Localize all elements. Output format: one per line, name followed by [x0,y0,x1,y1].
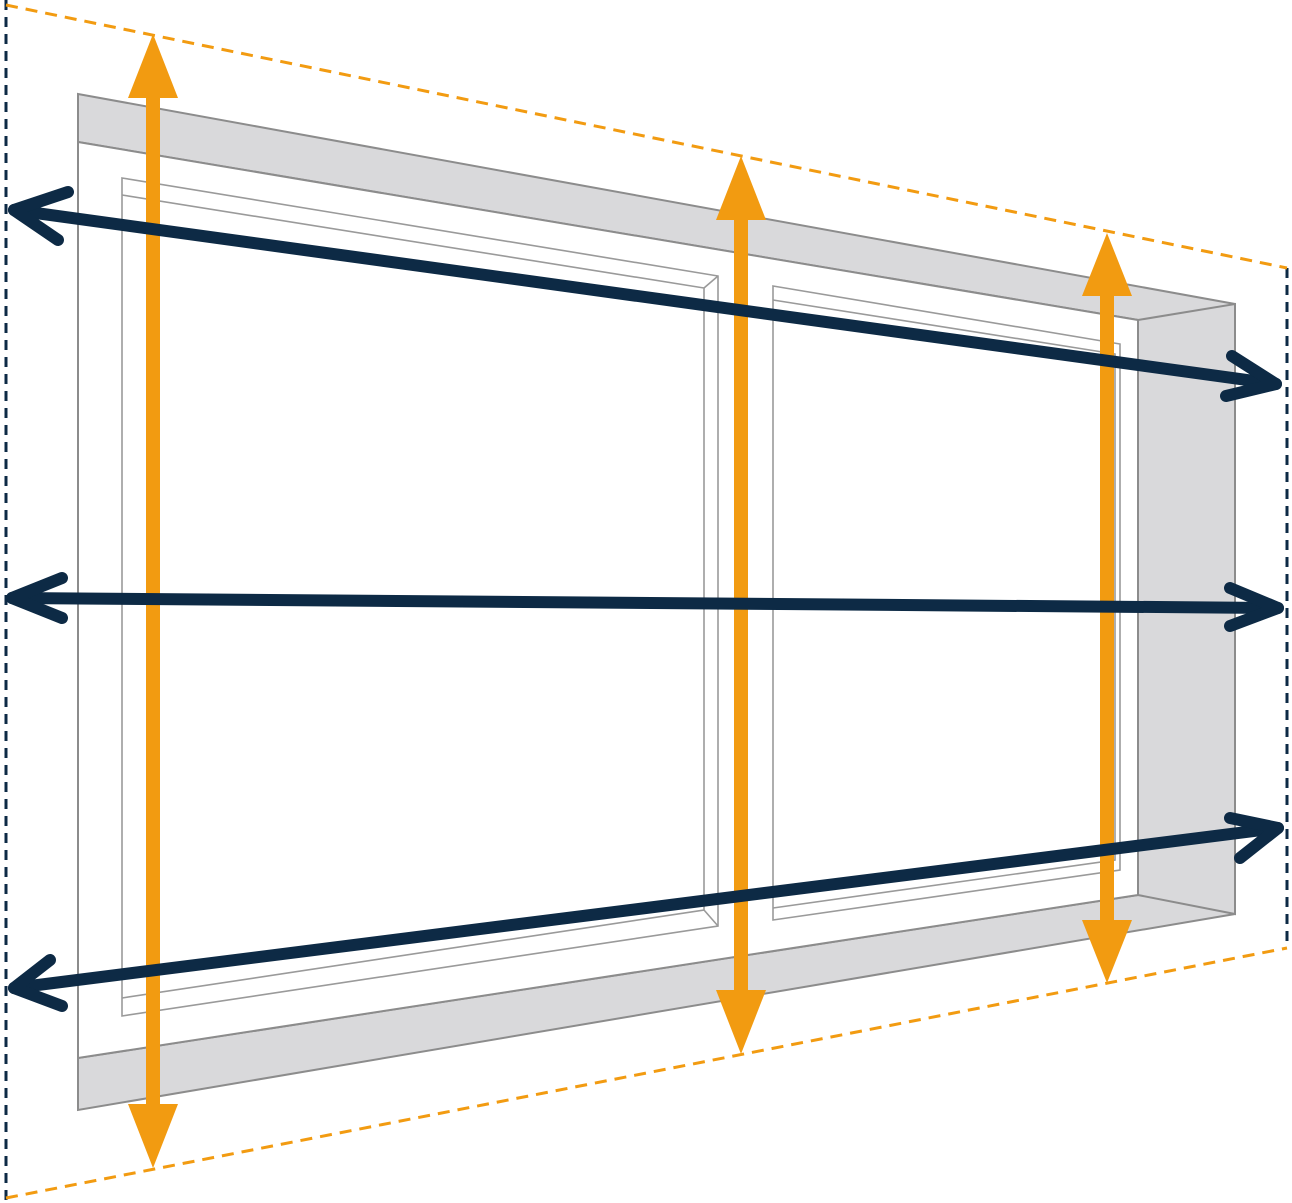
top-width-arrowhead-left [8,186,74,246]
bottom-height-guide [5,946,1288,1200]
middle-width-arrowhead-right [1224,582,1284,632]
top-height-guide [5,3,1288,270]
middle-width-arrowhead-left [6,572,68,624]
bottom-width-arrowhead-left [8,954,68,1012]
left-sash-corner-top [703,275,719,289]
middle-width-arrow [6,572,1284,632]
top-width-arrow [8,186,1282,402]
left-height-arrowhead-bottom [128,1104,178,1168]
center-height-arrowhead-top [716,156,766,220]
right-height-arrowhead-bottom [1082,920,1132,983]
bottom-width-arrowhead-right [1224,812,1284,864]
left-height-arrowhead-top [128,34,178,98]
bottom-width-arrow [8,812,1284,1012]
width-arrows [6,186,1284,1012]
guide-lines [4,0,1289,1203]
top-width-arrowhead-right [1220,350,1282,402]
left-sash-corner-bottom [703,909,719,927]
center-height-arrowhead-bottom [716,990,766,1054]
right-height-arrowhead-top [1082,233,1132,296]
